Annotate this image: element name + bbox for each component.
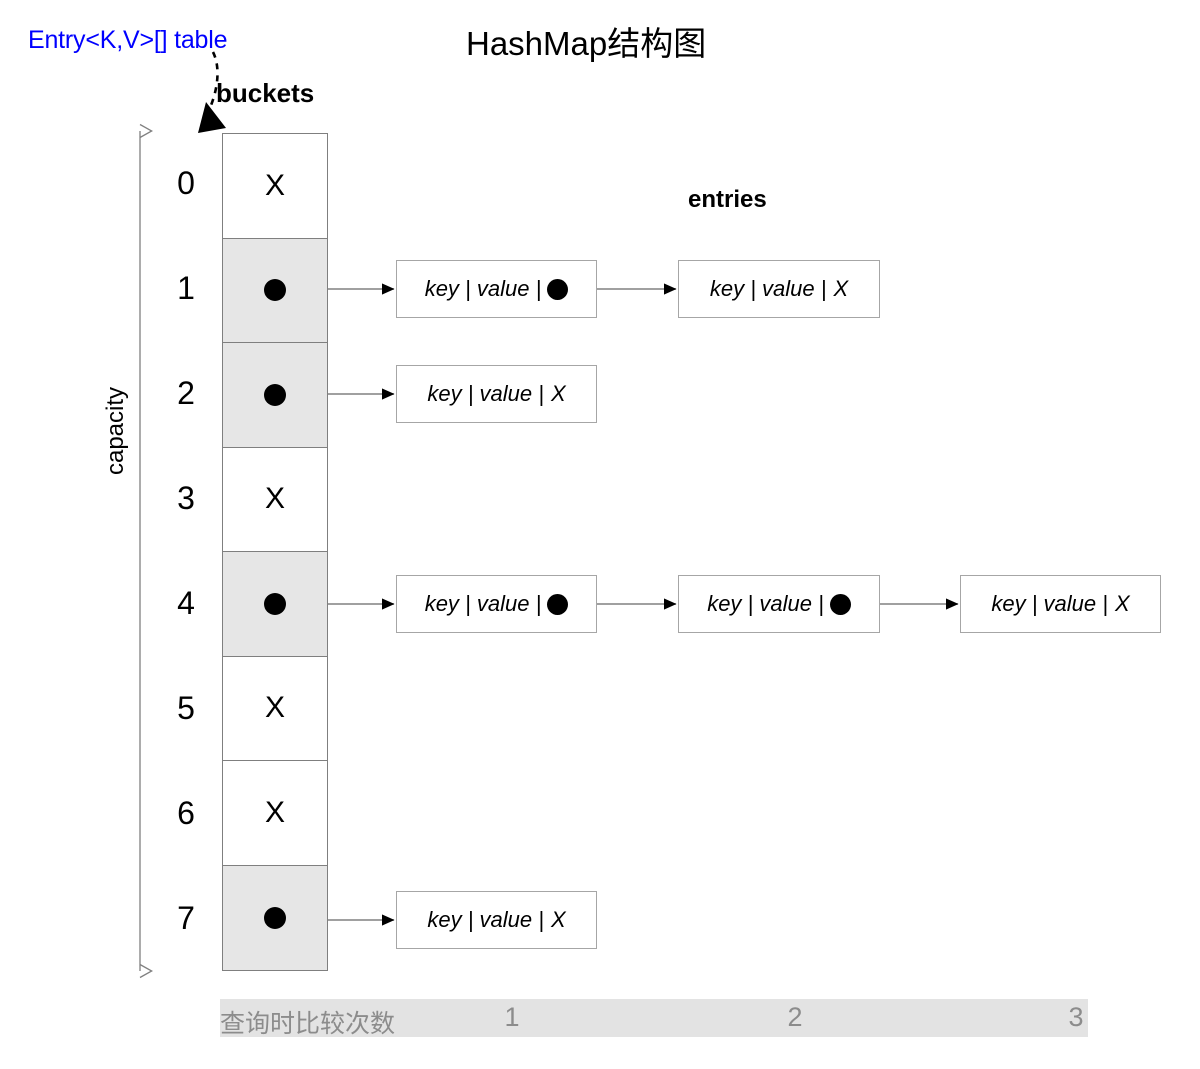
null-marker-icon: X xyxy=(264,168,285,202)
bucket-index-5: 5 xyxy=(177,690,195,726)
comparison-caption: 查询时比较次数 xyxy=(220,1010,396,1038)
bucket-cell-6[interactable]: X xyxy=(223,761,327,866)
bucket-cell-5[interactable]: X xyxy=(223,656,327,761)
bucket-cell-1[interactable] xyxy=(223,238,327,343)
comparison-count-2: 2 xyxy=(787,1002,803,1032)
filled-circle-icon xyxy=(829,593,851,615)
entry-node-bucket7-0[interactable]: key | value | X xyxy=(396,891,597,949)
entry-node-bucket4-1[interactable]: key | value | xyxy=(678,575,880,633)
bucket-index-7: 7 xyxy=(177,900,195,936)
entry-node-bucket4-0[interactable]: key | value | xyxy=(396,575,597,633)
entries-label: entries xyxy=(688,186,767,213)
comparison-count-bar: 查询时比较次数 1 2 3 xyxy=(220,999,1088,1038)
filled-circle-icon xyxy=(547,278,569,300)
bucket-cell-0[interactable]: X xyxy=(223,134,327,239)
bucket-array: X X X X xyxy=(222,133,328,971)
comparison-count-3: 3 xyxy=(1068,1002,1084,1032)
buckets-label: buckets xyxy=(216,78,315,108)
filled-circle-icon xyxy=(264,906,286,929)
bucket-index-1: 1 xyxy=(177,270,195,306)
comparison-count-1: 1 xyxy=(504,1002,520,1032)
null-marker-icon: X xyxy=(264,795,285,829)
capacity-label: capacity xyxy=(102,386,129,476)
null-marker-icon: X xyxy=(833,276,849,301)
entry-node-bucket1-0[interactable]: key | value | xyxy=(396,260,597,318)
page-title: HashMap结构图 xyxy=(466,25,707,62)
null-marker-icon: X xyxy=(264,482,285,516)
bucket-index-0: 0 xyxy=(177,165,195,201)
bucket-index-3: 3 xyxy=(177,480,195,516)
entry-node-bucket2-0[interactable]: key | value | X xyxy=(396,365,597,423)
filled-circle-icon xyxy=(264,592,286,615)
entry-node-bucket4-2[interactable]: key | value | X xyxy=(960,575,1161,633)
filled-circle-icon xyxy=(547,593,569,615)
bucket-cell-2[interactable] xyxy=(223,343,327,448)
bucket-cell-7[interactable] xyxy=(223,865,327,970)
bucket-index-2: 2 xyxy=(177,375,195,411)
table-field-label: Entry<K,V>[] table xyxy=(28,26,228,54)
bucket-cell-4[interactable] xyxy=(223,552,327,657)
null-marker-icon: X xyxy=(1114,591,1130,616)
bucket-index-4: 4 xyxy=(177,585,195,621)
null-marker-icon: X xyxy=(550,381,566,406)
null-marker-icon: X xyxy=(264,691,285,725)
filled-circle-icon xyxy=(264,279,286,302)
entry-node-bucket1-1[interactable]: key | value | X xyxy=(678,260,880,318)
bucket-cell-3[interactable]: X xyxy=(223,447,327,552)
bucket-index-6: 6 xyxy=(177,795,195,831)
null-marker-icon: X xyxy=(550,907,566,932)
filled-circle-icon xyxy=(264,383,286,406)
